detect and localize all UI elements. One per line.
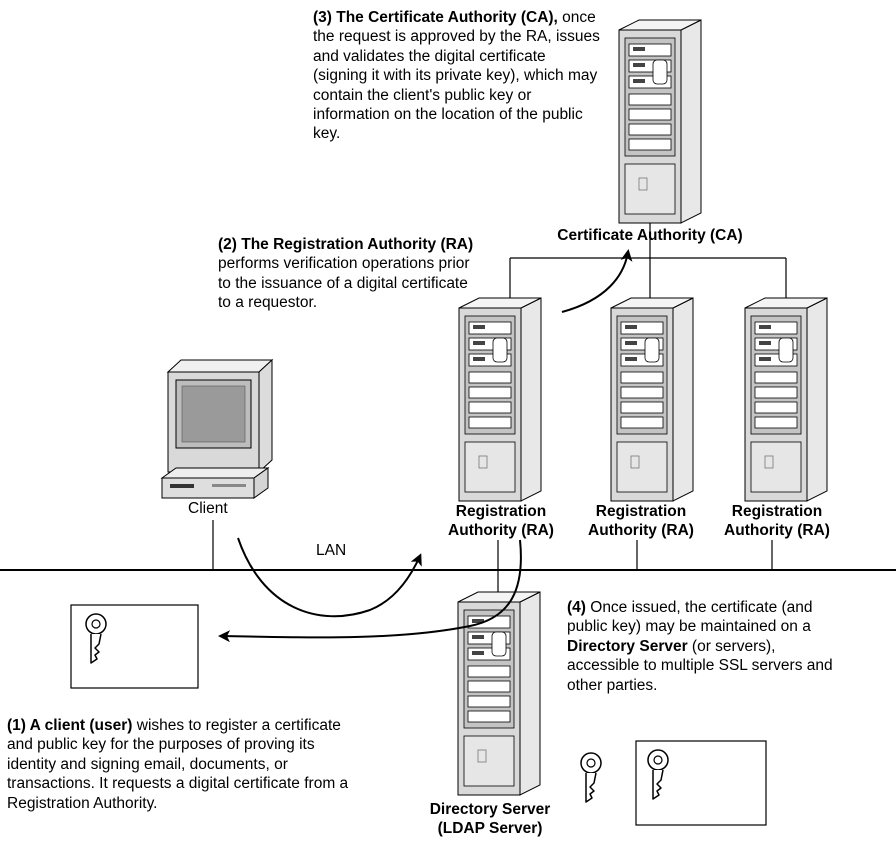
step1-heading: (1) A client (user) [7,717,133,734]
client-computer-icon [160,358,274,499]
step4-number: (4) [567,599,586,616]
step4-description: (4) Once issued, the certificate (and pu… [567,599,833,694]
lan-label: LAN [316,542,347,559]
ra-server-icon [744,297,828,502]
ra-label-3: Registration Authority (RA) [724,503,830,539]
ca-server-icon [618,19,702,224]
loose-key-icon [580,752,602,803]
step2-body: performs verification operations prior t… [218,255,470,312]
step3-heading: (3) The Certificate Authority (CA), [313,9,558,26]
client-to-ra-arrow [237,537,422,618]
ra-label-2: Registration Authority (RA) [588,503,694,539]
ra-label-1: Registration Authority (RA) [448,503,554,539]
step3-description: (3) The Certificate Authority (CA), once… [313,8,603,144]
step3-body: once the request is approved by the RA, … [313,9,600,143]
step2-description: (2) The Registration Authority (RA) perf… [218,235,483,313]
ra-server-icon [610,297,694,502]
ca-label: Certificate Authority (CA) [557,227,743,244]
step4-directory-server: Directory Server [567,637,688,655]
ra-server-icon [458,297,542,502]
step1-description: (1) A client (user) wishes to register a… [7,716,367,813]
step2-heading: (2) The Registration Authority (RA) [218,236,474,253]
ra-to-ca-arrow [561,249,633,313]
directory-server-icon [457,591,541,796]
client-label: Client [188,500,228,517]
ra-to-client-arrow [218,539,522,643]
step1-body: wishes to register a certificate and pub… [7,717,349,812]
directory-server-label: Directory Server (LDAP Server) [429,801,551,837]
